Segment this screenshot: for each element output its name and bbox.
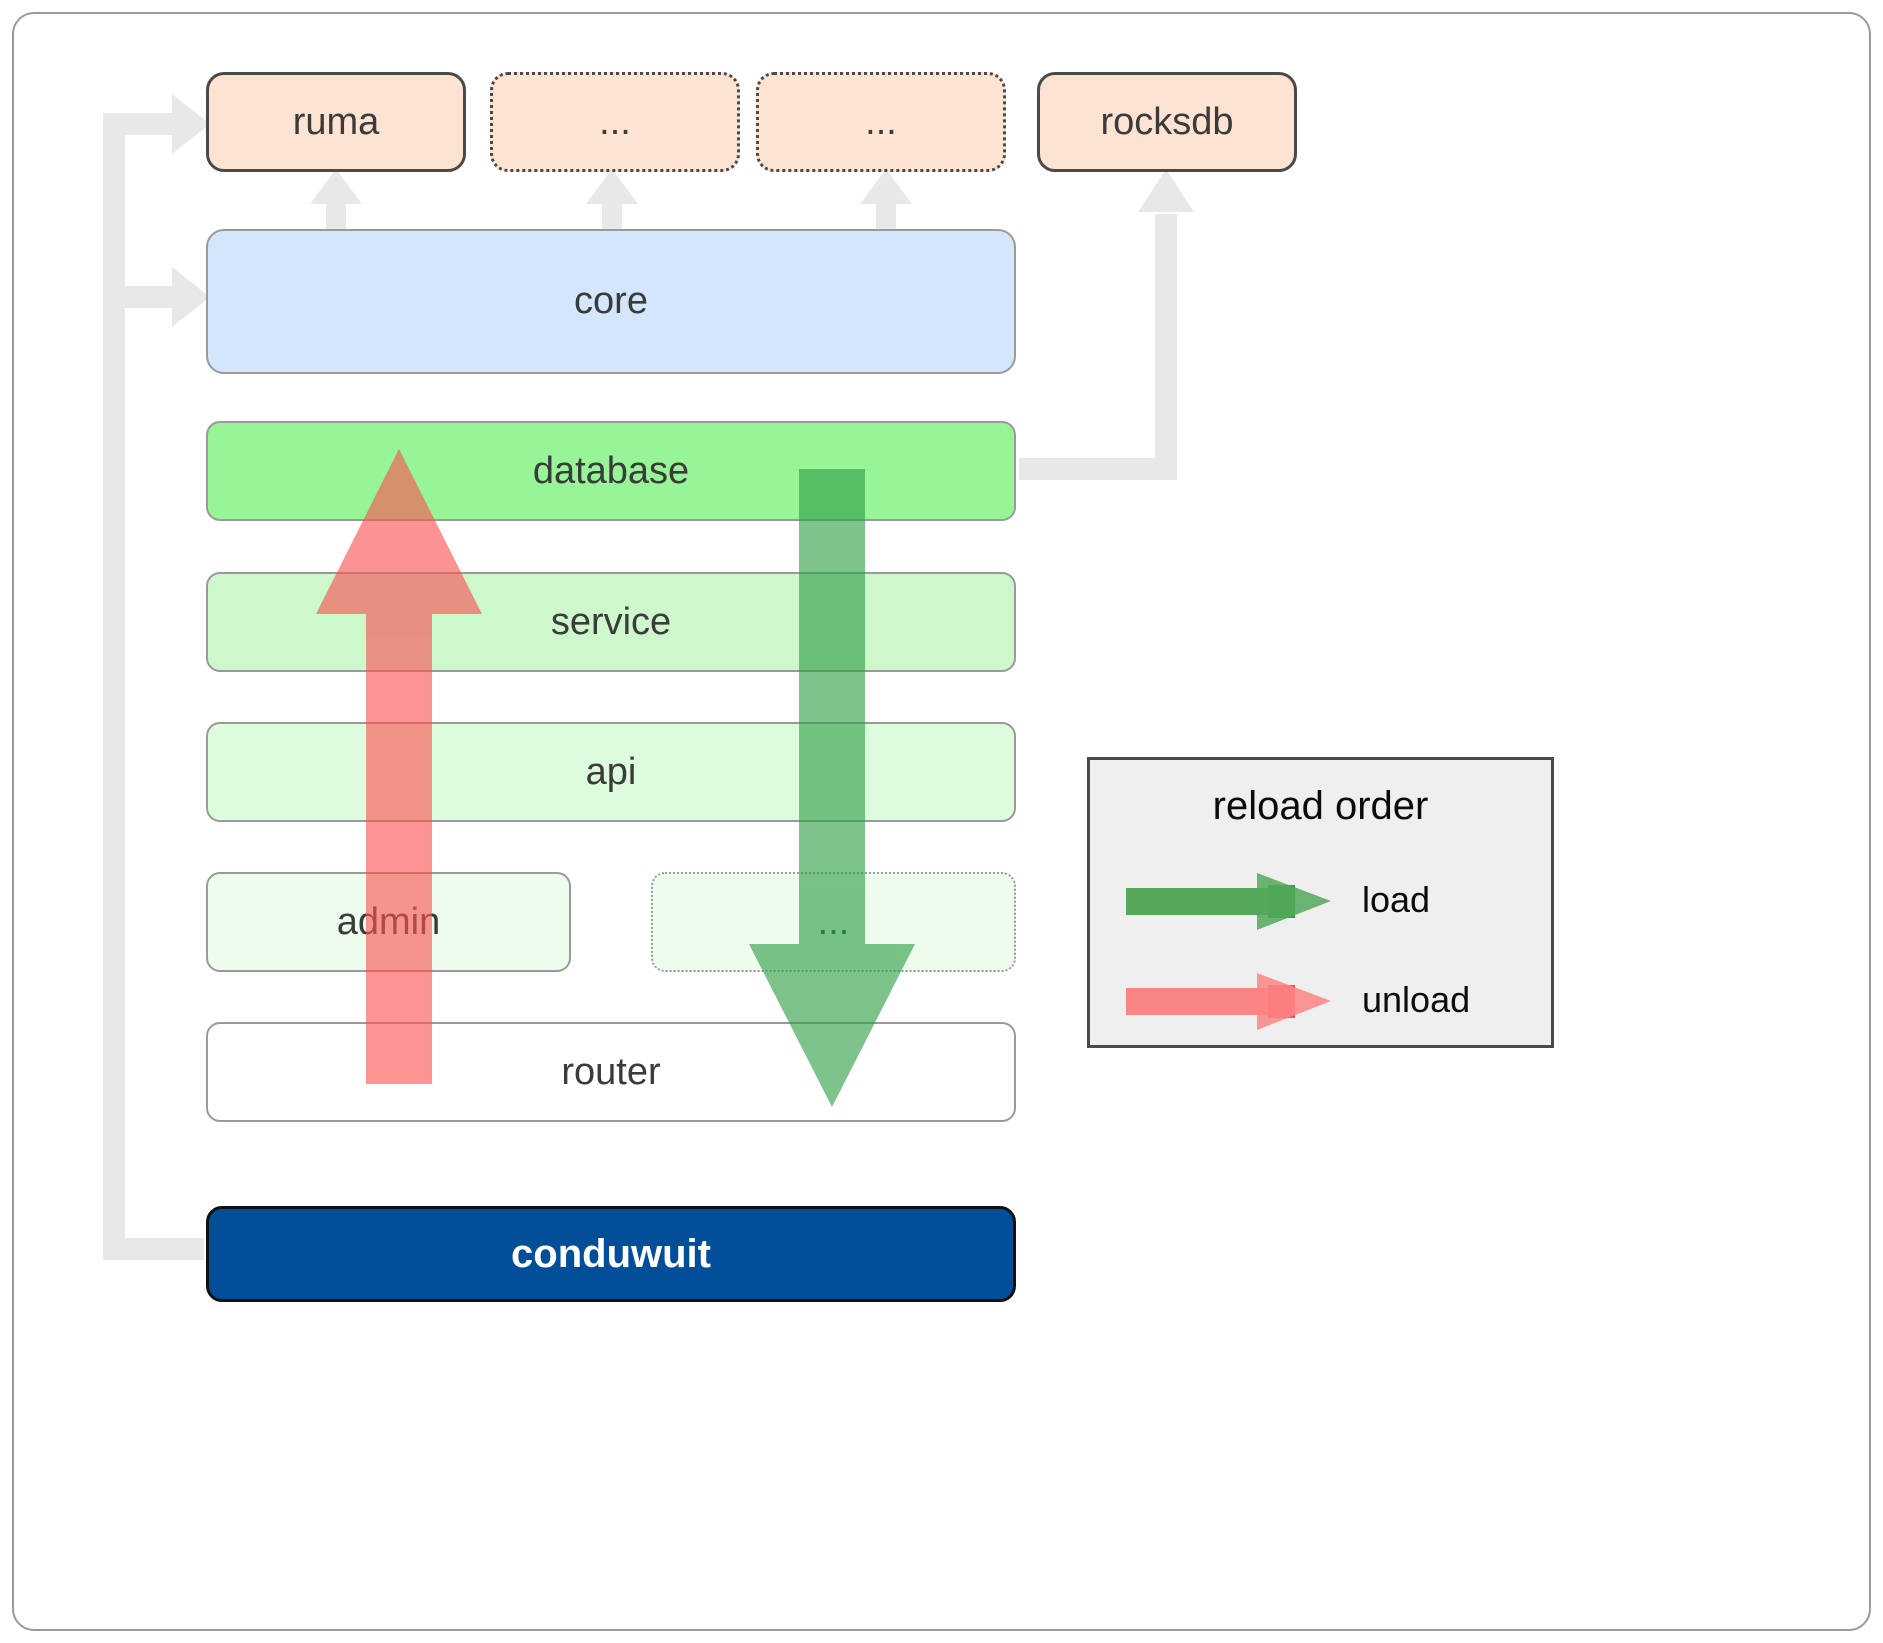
- layer-box-api[interactable]: api: [206, 722, 1016, 822]
- layer-label-admin: admin: [336, 900, 441, 943]
- dependency-box-dots2[interactable]: ...: [756, 72, 1006, 172]
- layer-box-service[interactable]: service: [206, 572, 1016, 672]
- layer-box-admin[interactable]: admin: [206, 872, 571, 972]
- dependency-box-ruma[interactable]: ruma: [206, 72, 466, 172]
- application-box-conduwuit[interactable]: conduwuit: [206, 1206, 1016, 1302]
- connector-database-to-rocksdb: [1019, 214, 1177, 480]
- layer-box-core[interactable]: core: [206, 229, 1016, 374]
- layer-box-database[interactable]: database: [206, 421, 1016, 521]
- arrowhead-core-dots2: [860, 169, 912, 204]
- dependency-label-dots1: ...: [599, 100, 631, 143]
- layer-label-api: api: [585, 750, 637, 793]
- dependency-box-rocksdb[interactable]: rocksdb: [1037, 72, 1297, 172]
- layer-box-router[interactable]: router: [206, 1022, 1016, 1122]
- layer-label-core: core: [574, 280, 648, 322]
- dependency-label-rocksdb: rocksdb: [1100, 100, 1234, 143]
- arrowhead-core-ruma: [310, 169, 362, 204]
- application-label-conduwuit: conduwuit: [511, 1231, 711, 1276]
- legend-label-unload: unload: [1362, 979, 1471, 1020]
- arrowhead-core-dots1: [586, 169, 638, 204]
- layer-label-router: router: [561, 1050, 661, 1093]
- layer-box-subdots[interactable]: ...: [651, 872, 1016, 972]
- dependency-box-dots1[interactable]: ...: [490, 72, 740, 172]
- load-arrow-icon: [1126, 873, 1331, 930]
- diagram-frame: ruma ... ... rocksdb core database servi…: [12, 12, 1871, 1631]
- legend-title: reload order: [1212, 784, 1429, 828]
- unload-arrow-icon: [1126, 973, 1331, 1030]
- arrowhead-rocksdb: [1138, 169, 1194, 212]
- legend-label-load: load: [1362, 879, 1431, 920]
- dependency-label-ruma: ruma: [292, 100, 380, 143]
- legend-arrow-icons: [1126, 873, 1331, 1030]
- connector-conduwuit-to-ruma: [103, 113, 204, 1260]
- layer-label-subdots: ...: [817, 900, 850, 943]
- layer-label-database: database: [532, 449, 690, 492]
- layer-label-service: service: [550, 600, 672, 643]
- arrowhead-core: [172, 267, 210, 327]
- dependency-label-dots2: ...: [865, 100, 897, 143]
- legend-panel: reload order load unload: [1087, 757, 1554, 1048]
- arrowhead-ruma: [172, 94, 210, 154]
